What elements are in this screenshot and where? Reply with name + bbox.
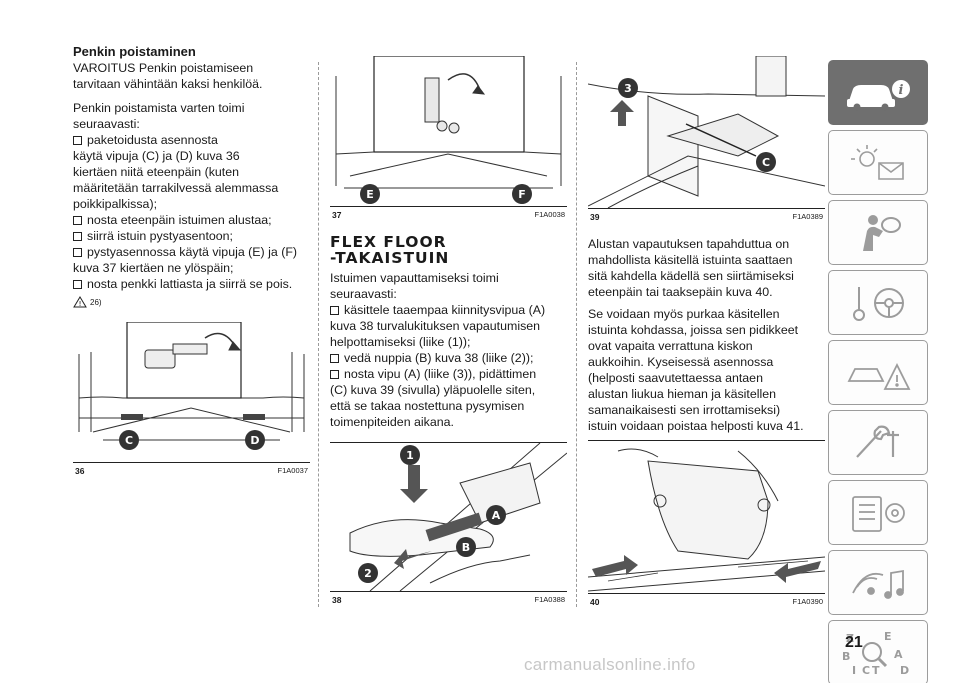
tab-multimedia[interactable] bbox=[828, 550, 928, 615]
list-item: nosta vipu (A) (liike (3)), pidättimen(C… bbox=[330, 367, 537, 429]
checkbox-bullet-icon bbox=[330, 354, 339, 363]
svg-text:A: A bbox=[894, 648, 903, 661]
checkbox-bullet-icon bbox=[73, 280, 82, 289]
svg-text:F: F bbox=[518, 188, 526, 201]
seat-lever-illustration: C D bbox=[73, 322, 310, 462]
tab-safety[interactable] bbox=[828, 200, 928, 265]
watermark: carmanualsonline.info bbox=[524, 655, 696, 674]
tools-icon bbox=[856, 425, 899, 458]
list-item: vedä nuppia (B) kuva 38 (liike (2)); bbox=[330, 350, 567, 366]
dashboard-lights-icon bbox=[851, 144, 904, 180]
list-item: käsittele taaempaa kiinnitysvipua (A)kuv… bbox=[330, 303, 546, 349]
tab-technical-data[interactable] bbox=[828, 480, 928, 545]
svg-text:T: T bbox=[872, 664, 880, 677]
checkbox-bullet-icon bbox=[73, 136, 82, 145]
page-number: 21 bbox=[845, 634, 863, 651]
checkbox-bullet-icon bbox=[73, 216, 82, 225]
checkbox-bullet-icon bbox=[73, 232, 82, 241]
seat-base-illustration: E F bbox=[330, 56, 567, 206]
figure-36: C D bbox=[73, 322, 310, 463]
svg-text:1: 1 bbox=[406, 449, 414, 462]
rail-latch-illustration: 3 C bbox=[588, 56, 825, 208]
figure-37: E F bbox=[330, 56, 567, 207]
multimedia-icon bbox=[852, 569, 904, 599]
middle-column: E F 37 F1A0038 FLEX FLOOR -TAKAISTUIN Is… bbox=[330, 56, 567, 605]
index-search-icon: Z E B A I C T D bbox=[842, 630, 909, 677]
car-info-icon: i bbox=[847, 79, 910, 110]
step-list: käsittele taaempaa kiinnitysvipua (A)kuv… bbox=[330, 302, 567, 430]
svg-text:B: B bbox=[462, 541, 470, 554]
maintenance-list-icon bbox=[852, 495, 905, 532]
column-divider bbox=[318, 62, 319, 607]
tab-maintenance[interactable] bbox=[828, 410, 928, 475]
checkbox-bullet-icon bbox=[73, 248, 82, 257]
figure-40 bbox=[588, 440, 825, 594]
list-item: siirrä istuin pystyasentoon; bbox=[73, 228, 310, 244]
checkbox-bullet-icon bbox=[330, 306, 339, 315]
svg-text:A: A bbox=[492, 509, 501, 522]
left-column: Penkin poistaminen VAROITUS Penkin poist… bbox=[73, 44, 310, 476]
release-lever-illustration: 1 A B 2 bbox=[330, 443, 567, 591]
key-steering-icon bbox=[853, 286, 904, 321]
svg-text:C: C bbox=[125, 434, 133, 447]
figure-39-caption: 39 F1A0389 bbox=[590, 212, 823, 222]
warning-text: VAROITUS Penkin poistamiseen tarvitaan v… bbox=[73, 61, 263, 91]
warning-reference: ! 26) bbox=[73, 296, 310, 308]
svg-text:Z: Z bbox=[846, 632, 854, 645]
figure-38: 1 A B 2 bbox=[330, 442, 567, 592]
label-c-marker bbox=[119, 430, 139, 450]
label-d-marker bbox=[245, 430, 265, 450]
svg-text:E: E bbox=[366, 188, 374, 201]
figure-39: 3 C bbox=[588, 56, 825, 209]
tab-starting-driving[interactable] bbox=[828, 270, 928, 335]
svg-text:D: D bbox=[900, 664, 909, 677]
column-divider bbox=[576, 62, 577, 607]
body-paragraph-1: Alustan vapautuksen tapahduttua on mahdo… bbox=[588, 237, 794, 299]
svg-text:I: I bbox=[852, 664, 856, 677]
seat-rail-slide-illustration bbox=[588, 441, 825, 593]
warning-triangle-icon: ! bbox=[73, 296, 87, 308]
svg-text:i: i bbox=[899, 83, 904, 98]
list-item: nosta penkki lattiasta ja siirrä se pois… bbox=[73, 276, 310, 292]
list-item: pystyasennossa käytä vipuja (E) ja (F)ku… bbox=[73, 245, 298, 275]
svg-text:2: 2 bbox=[364, 567, 372, 580]
right-column: 3 C 39 F1A0389 Alustan vapautuksen tapah… bbox=[588, 56, 825, 607]
chapter-tabs: i bbox=[828, 60, 928, 683]
figure-38-caption: 38 F1A0388 bbox=[332, 595, 565, 605]
intro-text: Istuimen vapauttamiseksi toimi seuraavas… bbox=[330, 271, 499, 301]
tab-emergency[interactable] bbox=[828, 340, 928, 405]
figure-36-caption: 36 F1A0037 bbox=[75, 466, 308, 476]
body-paragraph-2: Se voidaan myös purkaa käsitellen istuin… bbox=[588, 307, 804, 433]
section-heading-flex-floor: FLEX FLOOR -TAKAISTUIN bbox=[330, 233, 450, 267]
tab-index[interactable]: Z E B A I C T D bbox=[828, 620, 928, 683]
figure-40-caption: 40 F1A0390 bbox=[590, 597, 823, 607]
list-item: nosta eteenpäin istuimen alustaa; bbox=[73, 212, 310, 228]
tab-vehicle-info[interactable]: i bbox=[828, 60, 928, 125]
warning-triangle-icon bbox=[847, 362, 911, 390]
figure-37-caption: 37 F1A0038 bbox=[332, 210, 565, 220]
svg-text:E: E bbox=[884, 630, 892, 643]
svg-text:D: D bbox=[250, 434, 259, 447]
svg-text:C: C bbox=[862, 664, 870, 677]
svg-text:!: ! bbox=[79, 300, 82, 308]
checkbox-bullet-icon bbox=[330, 370, 339, 379]
section-heading-seat-removal: Penkin poistaminen bbox=[73, 44, 196, 59]
svg-text:3: 3 bbox=[624, 82, 632, 95]
intro-text: Penkin poistamista varten toimi seuraava… bbox=[73, 101, 245, 131]
svg-text:B: B bbox=[842, 650, 850, 663]
svg-text:C: C bbox=[762, 156, 770, 169]
airbag-safety-icon bbox=[863, 214, 901, 251]
tab-instruments[interactable] bbox=[828, 130, 928, 195]
